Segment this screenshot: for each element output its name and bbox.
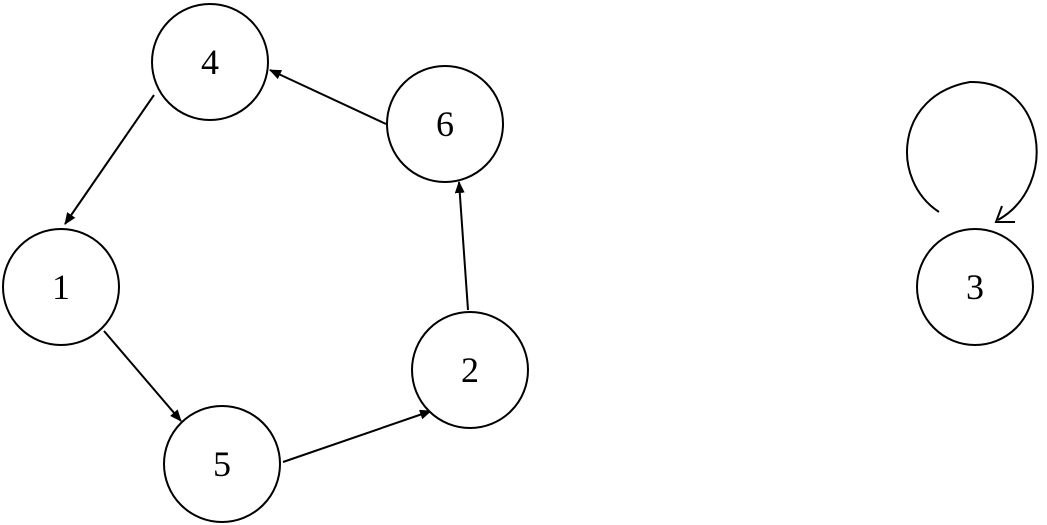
node-2-label: 2 xyxy=(461,350,479,390)
node-4-label: 4 xyxy=(201,42,219,82)
edge-3-self-loop-arrowhead xyxy=(994,205,1015,223)
edge-4-to-1 xyxy=(64,94,155,225)
nodes-layer: 4 6 1 2 5 3 xyxy=(2,3,1034,523)
node-6-label: 6 xyxy=(436,104,454,144)
edge-6-to-4 xyxy=(269,69,387,125)
node-2: 2 xyxy=(411,311,529,429)
edge-3-self-loop xyxy=(906,80,1038,221)
node-5-label: 5 xyxy=(213,444,231,484)
edge-5-to-2 xyxy=(282,409,432,463)
node-3-label: 3 xyxy=(966,267,984,307)
node-6: 6 xyxy=(386,65,504,183)
edge-2-to-6 xyxy=(454,181,469,311)
edges-layer xyxy=(64,69,1038,463)
node-1: 1 xyxy=(2,228,120,346)
node-4: 4 xyxy=(151,3,269,121)
node-1-label: 1 xyxy=(52,267,70,307)
node-5: 5 xyxy=(163,405,281,523)
node-3: 3 xyxy=(916,228,1034,346)
edge-1-to-5 xyxy=(103,330,182,422)
